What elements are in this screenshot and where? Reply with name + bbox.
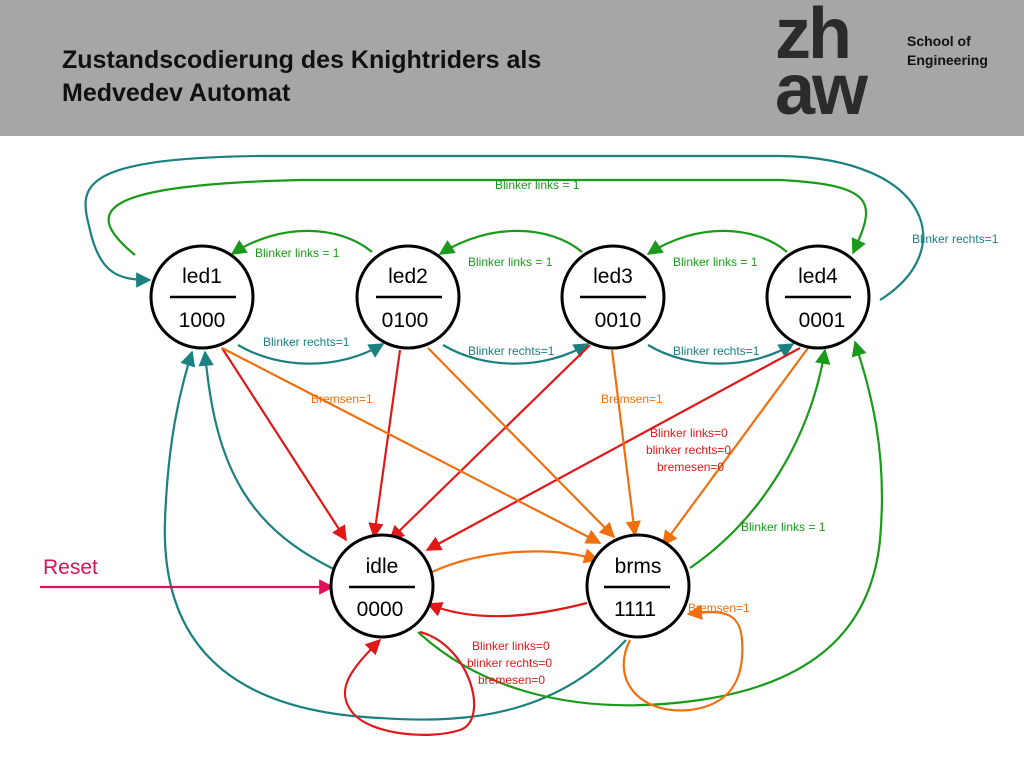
edge-led2-to-led1 bbox=[230, 229, 373, 255]
edge-idle-to-led4-green bbox=[417, 340, 884, 707]
label-led1-led2: Blinker rechts=1 bbox=[263, 335, 350, 349]
state-brms: brms 1111 bbox=[585, 533, 691, 639]
edge-led1-to-idle bbox=[221, 347, 347, 542]
state-name: brms bbox=[615, 555, 662, 578]
edge-led1-to-brms bbox=[221, 347, 602, 544]
title-line-2: Medvedev Automat bbox=[62, 79, 291, 107]
edge-led4-to-led3 bbox=[646, 229, 788, 255]
label-brms-led4: Blinker links = 1 bbox=[741, 520, 826, 534]
edge-idle-to-led1-teal bbox=[198, 350, 341, 573]
state-code: 1111 bbox=[614, 598, 656, 621]
edge-led3-to-brms bbox=[610, 349, 641, 537]
title-line-1: Zustandscodierung des Knightriders als bbox=[62, 46, 542, 74]
edge-led3-to-led4 bbox=[647, 343, 795, 365]
edge-led1-to-led2 bbox=[237, 343, 385, 365]
state-code: 0001 bbox=[799, 309, 846, 332]
label-all0-a-2: blinker rechts=0 bbox=[646, 443, 731, 457]
label-led4-led3: Blinker links = 1 bbox=[673, 255, 758, 269]
label-all0-a-1: Blinker links=0 bbox=[650, 426, 728, 440]
slide-title: Zustandscodierung des Knightriders als M… bbox=[62, 44, 541, 110]
edge-led4-to-led1-blinker-rechts bbox=[84, 154, 925, 301]
edge-idle-self bbox=[343, 630, 476, 736]
zhaw-logo: zh aw bbox=[775, 0, 868, 130]
state-name: led1 bbox=[182, 265, 222, 288]
state-code: 0100 bbox=[382, 309, 429, 332]
label-top-blinker-links: Blinker links = 1 bbox=[495, 178, 580, 192]
label-all0-a-3: bremesen=0 bbox=[657, 460, 724, 474]
state-led2: led2 0100 bbox=[355, 244, 461, 350]
school-line-2: Engineering bbox=[907, 52, 988, 68]
state-led4: led4 0001 bbox=[765, 244, 871, 350]
state-name: led3 bbox=[593, 265, 633, 288]
state-code: 0000 bbox=[357, 598, 404, 621]
state-code: 1000 bbox=[179, 309, 226, 332]
label-led2-led1: Blinker links = 1 bbox=[255, 246, 340, 260]
label-bremsen-mid: Bremsen=1 bbox=[601, 392, 663, 406]
label-all0-b-3: bremesen=0 bbox=[478, 673, 545, 687]
state-led3: led3 0010 bbox=[560, 244, 666, 350]
edge-led2-to-led3 bbox=[442, 343, 590, 365]
label-brms-self: Bremsen=1 bbox=[688, 601, 750, 615]
edge-led2-to-brms bbox=[427, 347, 616, 539]
edge-led1-to-led4-blinker-links bbox=[107, 178, 868, 256]
edge-led3-to-led2 bbox=[438, 229, 583, 255]
edge-idle-to-brms bbox=[431, 548, 600, 574]
label-led3-led4: Blinker rechts=1 bbox=[673, 344, 760, 358]
state-name: led2 bbox=[388, 265, 428, 288]
label-all0-b-1: Blinker links=0 bbox=[472, 639, 550, 653]
state-led1: led1 1000 bbox=[149, 244, 255, 350]
label-led3-led2: Blinker links = 1 bbox=[468, 255, 553, 269]
edge-led2-to-idle bbox=[368, 349, 402, 539]
school-label: School of Engineering bbox=[907, 32, 988, 70]
label-right-blinker-rechts: Blinker rechts=1 bbox=[912, 232, 999, 246]
edge-led3-to-idle bbox=[388, 344, 591, 542]
edge-led4-to-idle bbox=[425, 347, 801, 551]
state-idle: idle 0000 bbox=[329, 533, 435, 639]
edge-brms-to-led1-teal bbox=[163, 350, 627, 721]
edge-brms-self bbox=[622, 604, 744, 712]
state-code: 0010 bbox=[595, 309, 642, 332]
edge-led4-to-brms bbox=[662, 347, 809, 547]
label-led2-led3: Blinker rechts=1 bbox=[468, 344, 555, 358]
reset-label: Reset bbox=[43, 556, 98, 579]
edge-brms-to-led4-green bbox=[689, 348, 831, 569]
header-bar bbox=[0, 0, 1024, 136]
edge-brms-to-idle bbox=[426, 601, 588, 618]
label-bremsen-left: Bremsen=1 bbox=[311, 392, 373, 406]
school-line-1: School of bbox=[907, 33, 971, 49]
label-all0-b-2: blinker rechts=0 bbox=[467, 656, 552, 670]
state-name: led4 bbox=[798, 265, 838, 288]
state-name: idle bbox=[366, 555, 399, 578]
